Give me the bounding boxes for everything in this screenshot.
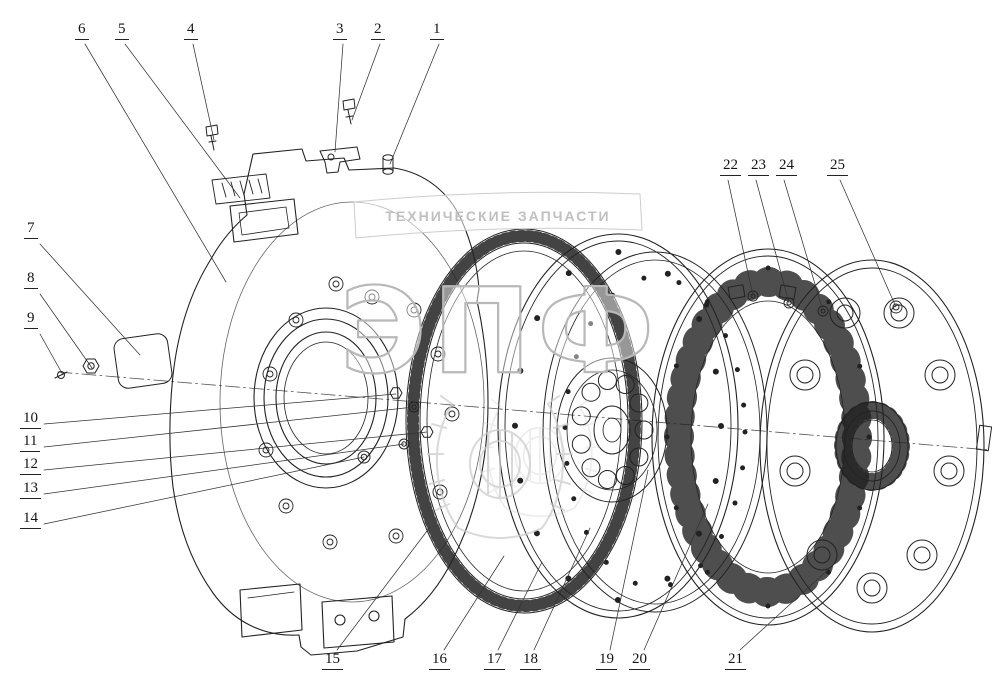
callout-21: 21 — [725, 651, 746, 670]
rim-bolts — [664, 265, 872, 609]
callout-22: 22 — [720, 157, 741, 176]
inspection-cover-plate — [229, 198, 299, 243]
leader-lines — [39, 43, 897, 651]
callout-12: 12 — [20, 456, 41, 475]
axis-centerline — [57, 371, 991, 451]
nut — [82, 358, 100, 374]
callout-13: 13 — [20, 480, 41, 499]
stud — [382, 154, 394, 175]
callout-1: 1 — [430, 21, 444, 40]
vent-plate — [211, 173, 271, 205]
callout-14: 14 — [20, 510, 41, 529]
diaphragm-fingers — [834, 401, 910, 491]
callout-11: 11 — [20, 433, 41, 452]
callout-18: 18 — [520, 651, 541, 670]
mounting-bolts-top — [205, 98, 394, 175]
callout-2: 2 — [371, 21, 385, 40]
cover-spring-holes — [779, 297, 965, 604]
callout-20: 20 — [629, 651, 650, 670]
flywheel — [497, 233, 739, 619]
callout-19: 19 — [596, 651, 617, 670]
callout-16: 16 — [429, 651, 450, 670]
callout-17: 17 — [484, 651, 505, 670]
callout-5: 5 — [115, 21, 129, 40]
cover-plate — [113, 333, 173, 389]
callout-4: 4 — [184, 21, 198, 40]
radial-ribs — [664, 267, 872, 607]
flywheel-rim-holes — [512, 249, 724, 603]
callout-23: 23 — [748, 157, 769, 176]
callout-3: 3 — [333, 21, 347, 40]
callout-15: 15 — [322, 651, 343, 670]
gear-teeth — [407, 230, 641, 612]
callout-7: 7 — [24, 220, 38, 239]
lifting-bracket — [319, 146, 361, 174]
callout-24: 24 — [776, 157, 797, 176]
callout-10: 10 — [20, 410, 41, 429]
callout-25: 25 — [827, 157, 848, 176]
callout-6: 6 — [75, 21, 89, 40]
clutch-cover-assembly — [759, 259, 993, 633]
watermark-banner: ТЕХНИЧЕСКИЕ ЗАПЧАСТИ — [353, 191, 643, 239]
small-hardware-left — [54, 333, 173, 389]
callout-8: 8 — [24, 270, 38, 289]
watermark-logo-text: ЭПФ — [340, 262, 660, 400]
mounting-feet — [239, 583, 395, 649]
watermark-banner-text: ТЕХНИЧЕСКИЕ ЗАПЧАСТИ — [385, 208, 610, 224]
intermediate-pressure-plate — [651, 248, 885, 626]
facing-rivets — [562, 274, 748, 590]
flywheel-bolts-hub — [556, 357, 668, 503]
callout-9: 9 — [24, 310, 38, 329]
